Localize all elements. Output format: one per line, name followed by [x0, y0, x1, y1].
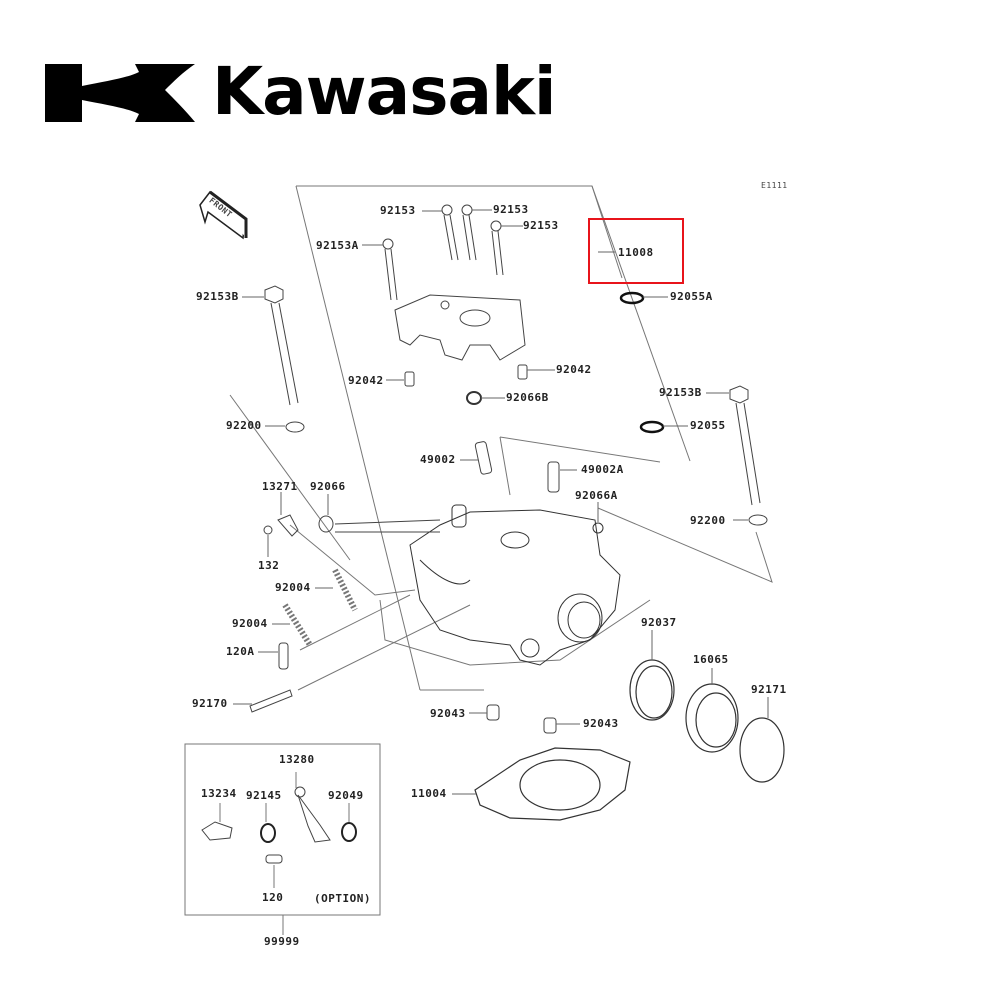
kawasaki-river-mark-icon [45, 64, 195, 122]
option-box-label: (OPTION) [314, 892, 371, 905]
front-arrow-icon [199, 190, 248, 240]
part-label-92170[interactable]: 92170 [192, 697, 228, 710]
part-label-92043[interactable]: 92043 [430, 707, 466, 720]
part-label-11004[interactable]: 11004 [411, 787, 447, 800]
part-label-92066b[interactable]: 92066B [506, 391, 549, 404]
part-label-92055[interactable]: 92055 [690, 419, 726, 432]
part-label-92004[interactable]: 92004 [232, 617, 268, 630]
part-label-132[interactable]: 132 [258, 559, 280, 572]
highlighted-part-box [588, 218, 684, 284]
part-label-92043[interactable]: 92043 [583, 717, 619, 730]
figure-code: E1111 [761, 181, 788, 190]
part-label-92153b[interactable]: 92153B [196, 290, 239, 303]
camshaft-cap [394, 294, 526, 361]
part-label-92171[interactable]: 92171 [751, 683, 787, 696]
part-label-92066[interactable]: 92066 [310, 480, 346, 493]
part-label-92042[interactable]: 92042 [556, 363, 592, 376]
part-label-13280[interactable]: 13280 [279, 753, 315, 766]
part-label-92037[interactable]: 92037 [641, 616, 677, 629]
part-label-11008[interactable]: 11008 [618, 246, 654, 259]
part-label-120[interactable]: 120 [262, 891, 284, 904]
cylinder-head-body [409, 504, 621, 666]
part-label-92066a[interactable]: 92066A [575, 489, 618, 502]
part-label-92145[interactable]: 92145 [246, 789, 282, 802]
part-label-92200[interactable]: 92200 [226, 419, 262, 432]
part-label-49002a[interactable]: 49002A [581, 463, 624, 476]
part-label-92049[interactable]: 92049 [328, 789, 364, 802]
bolt-group-top [382, 204, 504, 301]
part-label-16065[interactable]: 16065 [693, 653, 729, 666]
part-label-99999[interactable]: 99999 [264, 935, 300, 948]
assembly-frame-lines [229, 185, 773, 691]
head-gasket [474, 747, 631, 821]
brand-name: Kawasaki [212, 53, 557, 130]
part-label-92055a[interactable]: 92055A [670, 290, 713, 303]
part-label-92153[interactable]: 92153 [493, 203, 529, 216]
part-label-92153[interactable]: 92153 [380, 204, 416, 217]
part-label-92200[interactable]: 92200 [690, 514, 726, 527]
part-label-49002[interactable]: 49002 [420, 453, 456, 466]
part-label-13234[interactable]: 13234 [201, 787, 237, 800]
long-bolts [264, 285, 761, 506]
part-label-92153b[interactable]: 92153B [659, 386, 702, 399]
option-box [184, 743, 381, 935]
leader-lines [233, 209, 769, 795]
part-label-92042[interactable]: 92042 [348, 374, 384, 387]
part-label-13271[interactable]: 13271 [262, 480, 298, 493]
intake-parts [629, 659, 785, 783]
part-label-92153a[interactable]: 92153A [316, 239, 359, 252]
kawasaki-logo: Kawasaki [45, 56, 570, 128]
part-label-92004[interactable]: 92004 [275, 581, 311, 594]
part-label-120a[interactable]: 120A [226, 645, 255, 658]
part-label-92153[interactable]: 92153 [523, 219, 559, 232]
